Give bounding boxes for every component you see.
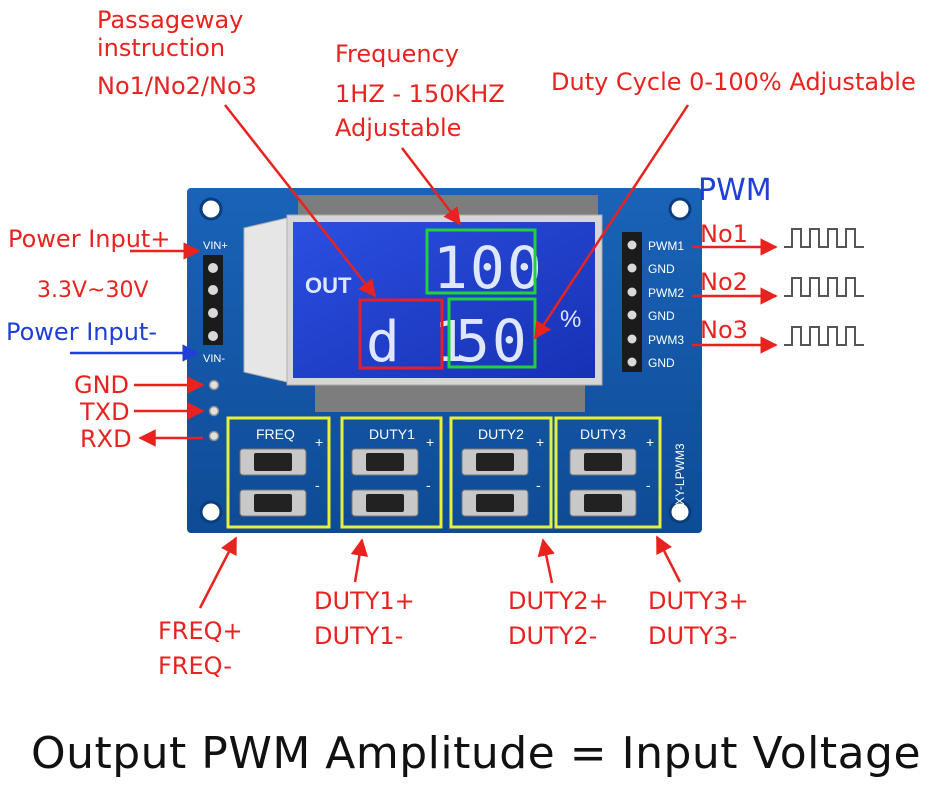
pin-gnd3-silk: GND (648, 356, 675, 370)
lcd-channel: d 1 (366, 310, 467, 375)
txd-label: TXD (80, 398, 130, 426)
duty2-minus-label: DUTY2- (508, 622, 598, 650)
lcd-bottom-value: 50 (455, 307, 529, 375)
passageway-label-1: Passageway (97, 6, 244, 34)
duty3-plus-label: DUTY3+ (648, 587, 749, 615)
svg-text:DUTY1: DUTY1 (369, 426, 415, 442)
svg-text:FREQ: FREQ (256, 426, 295, 442)
svg-text:+: + (536, 434, 544, 450)
pwm-header-pins (627, 240, 637, 367)
svg-text:DUTY2: DUTY2 (478, 426, 524, 442)
serial-pads (208, 379, 220, 442)
svg-text:+: + (315, 434, 323, 450)
pwm-title: PWM (698, 173, 772, 208)
lcd-percent: % (560, 306, 581, 333)
frequency-label-3: Adjustable (335, 114, 462, 142)
svg-text:+: + (646, 434, 654, 450)
pin-gnd1-silk: GND (648, 262, 675, 276)
duty2-plus-label: DUTY2+ (508, 587, 609, 615)
power-input-plus-label: Power Input+ (8, 225, 171, 253)
square-wave-icon-2 (784, 277, 864, 297)
square-wave-icons (784, 228, 864, 346)
rxd-label: RXD (80, 425, 132, 453)
duty1-plus-label: DUTY1+ (314, 587, 415, 615)
vin-plus-silk: VIN+ (203, 240, 228, 252)
button-group-duty1: DUTY1 + - (340, 416, 443, 529)
pin-pwm2-silk: PWM2 (648, 286, 684, 300)
freq-plus-label: FREQ+ (158, 617, 243, 645)
duty1-minus-label: DUTY1- (314, 622, 404, 650)
svg-text:-: - (536, 477, 541, 493)
svg-text:-: - (315, 477, 320, 493)
duty-cycle-label: Duty Cycle 0-100% Adjustable (551, 68, 916, 96)
frequency-label-1: Frequency (335, 40, 459, 68)
svg-text:-: - (426, 477, 431, 493)
button-group-duty2: DUTY2 + - (449, 416, 553, 529)
svg-text:-: - (646, 477, 651, 493)
pin-pwm1-silk: PWM1 (648, 239, 684, 253)
vin-header (203, 255, 223, 345)
no2-label: No2 (700, 268, 748, 296)
lcd-side-panel (243, 217, 288, 383)
square-wave-icon-3 (784, 326, 864, 346)
frequency-highlight-box (425, 228, 537, 295)
pin-pwm3-silk: PWM3 (648, 333, 684, 347)
svg-text:DUTY3: DUTY3 (580, 426, 626, 442)
vin-minus-silk: VIN- (203, 353, 225, 365)
no1-label: No1 (700, 220, 748, 248)
model-silk: XY-LPWM3 (673, 443, 687, 505)
mount-holes (199, 197, 692, 524)
duty3-minus-label: DUTY3- (648, 622, 738, 650)
power-input-minus-label: Power Input- (6, 318, 157, 346)
pin-gnd2-silk: GND (648, 309, 675, 323)
voltage-range-label: 3.3V~30V (37, 278, 149, 303)
button-group-freq: FREQ + - (226, 416, 331, 529)
no3-label: No3 (700, 316, 748, 344)
button-group-duty3: DUTY3 + - (554, 416, 662, 529)
footer-caption: Output PWM Amplitude = Input Voltage (30, 728, 922, 779)
annotation-arrows (130, 104, 778, 609)
channel-highlight-box (358, 298, 444, 370)
freq-minus-label: FREQ- (158, 652, 232, 680)
lcd-screen (293, 222, 595, 378)
pwm-header (622, 232, 642, 372)
svg-text:+: + (426, 434, 434, 450)
lcd-out-label: OUT (305, 273, 352, 298)
lcd-top-value: 100 (433, 234, 544, 302)
vin-pins (208, 263, 218, 341)
passageway-label-2: instruction (97, 34, 226, 62)
frequency-label-2: 1HZ - 150KHZ (335, 80, 505, 108)
square-wave-icon-1 (784, 228, 864, 248)
passageway-label-3: No1/No2/No3 (97, 72, 257, 100)
gnd-label: GND (74, 371, 130, 399)
